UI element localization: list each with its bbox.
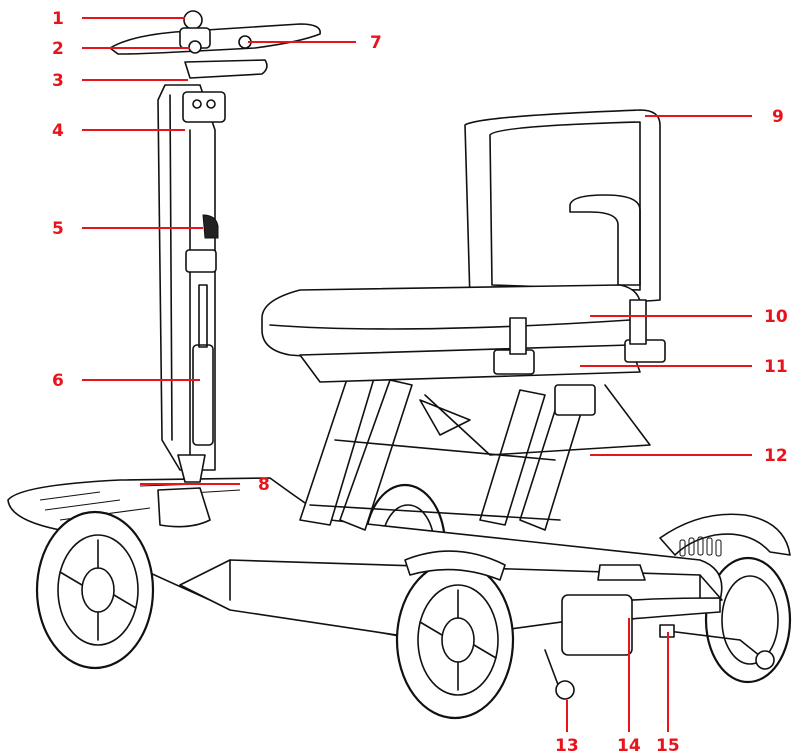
callout-number-1: 1 <box>52 9 64 29</box>
callout-number-15: 15 <box>656 736 680 755</box>
callout-number-12: 12 <box>764 446 788 466</box>
seat-frame <box>299 369 651 531</box>
callout-number-6: 6 <box>52 371 64 391</box>
callout-number-14: 14 <box>617 736 641 755</box>
callout-number-10: 10 <box>764 307 788 327</box>
anti-tip-wheels <box>544 639 775 700</box>
front-right-wheel <box>395 550 515 720</box>
front-left-wheel <box>35 510 155 670</box>
callout-number-2: 2 <box>52 39 64 59</box>
callout-number-13: 13 <box>555 736 579 755</box>
scooter-illustration <box>7 10 792 720</box>
callout-number-3: 3 <box>52 71 64 91</box>
handlebar <box>109 10 321 123</box>
callout-number-4: 4 <box>52 121 64 141</box>
steering-column <box>157 84 219 528</box>
seat <box>261 109 666 383</box>
callout-number-8: 8 <box>258 475 270 495</box>
callout-number-9: 9 <box>772 107 784 127</box>
callout-number-11: 11 <box>764 357 788 377</box>
rear-right-wheel <box>659 513 792 684</box>
callouts: 1 2 3 4 5 6 7 8 9 10 11 12 13 14 15 <box>52 9 788 755</box>
callout-number-7: 7 <box>370 33 382 53</box>
callout-number-5: 5 <box>52 219 64 239</box>
